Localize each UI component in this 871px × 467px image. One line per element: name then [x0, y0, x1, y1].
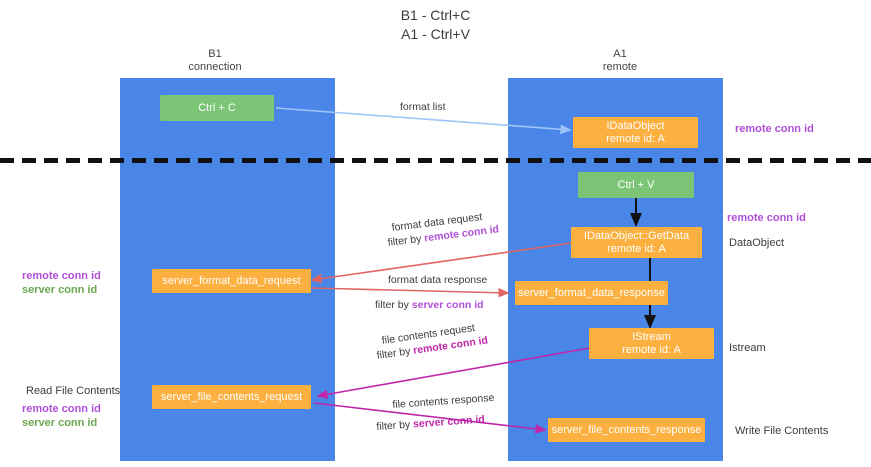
- node-idataobject-top-line2: remote id: A: [606, 132, 665, 145]
- annotation-left-mid-remote-conn-id: remote conn id: [22, 270, 101, 282]
- lane-header-b1-sub: connection: [188, 61, 242, 73]
- node-server-format-data-request[interactable]: server_format_data_request: [152, 269, 311, 293]
- lane-header-a1-name: A1: [613, 48, 627, 60]
- annotation-istream: Istream: [729, 342, 766, 354]
- node-server-format-data-response[interactable]: server_format_data_response: [515, 281, 668, 305]
- filter-by-text: filter by: [387, 232, 425, 249]
- annotation-left-mid-server-conn-id: server conn id: [22, 284, 98, 296]
- node-ctrl-c[interactable]: Ctrl + C: [160, 95, 274, 121]
- filter-by-text: filter by: [376, 418, 414, 433]
- edge-label-file-contents-response-line2: filter by server conn id: [376, 413, 485, 434]
- edge-label-format-list: format list: [400, 101, 446, 113]
- edge-label-format-data-response-line2: filter by server conn id: [375, 299, 484, 312]
- node-istream-line1: IStream: [632, 330, 671, 343]
- filter-by-text: filter by: [375, 299, 412, 311]
- annotation-right-top-remote-conn-id: remote conn id: [735, 123, 814, 135]
- node-server-file-contents-request[interactable]: server_file_contents_request: [152, 385, 311, 409]
- annotation-write-file-contents: Write File Contents: [735, 425, 829, 437]
- server-conn-id-text: server conn id: [412, 413, 486, 431]
- lane-header-a1-sub: remote: [602, 61, 638, 73]
- node-getdata-line1: IDataObject::GetData: [583, 229, 690, 242]
- node-idataobject-top-line1: IDataObject: [606, 119, 665, 132]
- node-istream-line2: remote id: A: [622, 343, 681, 356]
- filter-by-text: filter by: [376, 344, 415, 362]
- node-idataobject-getdata[interactable]: IDataObject::GetData remote id: A: [571, 227, 702, 258]
- lane-header-a1: A1 remote: [555, 48, 685, 74]
- server-conn-id-text: server conn id: [411, 299, 484, 311]
- edge-label-format-data-response-line1: format data response: [388, 274, 488, 286]
- edge-label-file-contents-response-line1: file contents response: [392, 391, 495, 411]
- node-idataobject-top[interactable]: IDataObject remote id: A: [573, 117, 698, 148]
- node-server-file-contents-response[interactable]: server_file_contents_response: [548, 418, 705, 442]
- annotation-left-bot-server-conn-id: server conn id: [22, 417, 98, 429]
- node-istream[interactable]: IStream remote id: A: [589, 328, 714, 359]
- edge-format-data-response: [311, 287, 510, 298]
- page-title: B1 - Ctrl+C A1 - Ctrl+V: [400, 7, 471, 42]
- annotation-left-bot-remote-conn-id: remote conn id: [22, 403, 101, 415]
- node-ctrl-v[interactable]: Ctrl + V: [578, 172, 694, 198]
- annotation-right-mid-remote-conn-id: remote conn id: [727, 212, 806, 224]
- annotation-read-file-contents: Read File Contents: [26, 385, 121, 397]
- annotation-dataobject: DataObject: [729, 237, 785, 249]
- node-getdata-line2: remote id: A: [607, 242, 666, 255]
- lane-header-b1-name: B1: [208, 48, 222, 60]
- lane-header-b1: B1 connection: [150, 48, 280, 74]
- section-divider: [0, 158, 871, 163]
